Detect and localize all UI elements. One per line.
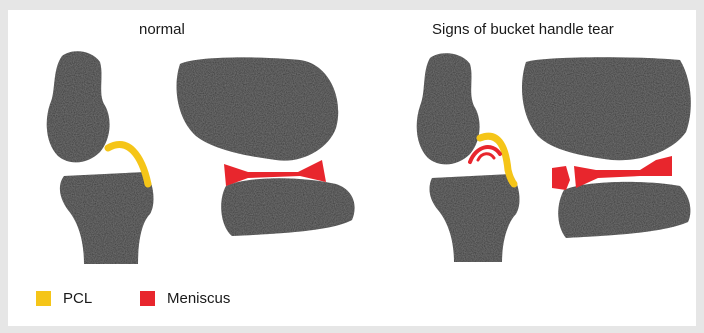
pcl-swatch [36, 291, 51, 306]
tear-sagittal-femur [417, 53, 480, 164]
tear-panel [417, 53, 691, 262]
legend-label-pcl: PCL [63, 290, 92, 307]
legend-item-meniscus: Meniscus [140, 287, 230, 309]
tear-sagittal-tibia [430, 174, 520, 262]
meniscus-swatch [140, 291, 155, 306]
normal-coronal-tibia [221, 178, 354, 236]
normal-sagittal-femur [47, 51, 110, 162]
tear-displaced-fragment-inner [478, 154, 494, 160]
tear-coronal-femur [522, 57, 691, 160]
legend-label-meniscus: Meniscus [167, 290, 230, 307]
tear-coronal-tibia [558, 182, 690, 238]
normal-sagittal-tibia [60, 172, 154, 264]
normal-panel [47, 51, 355, 264]
legend-item-pcl: PCL [36, 287, 92, 309]
tear-title: Signs of bucket handle tear [432, 21, 614, 38]
normal-coronal-femur [177, 57, 339, 160]
normal-title: normal [139, 21, 185, 38]
tear-meniscus-left [552, 166, 570, 190]
